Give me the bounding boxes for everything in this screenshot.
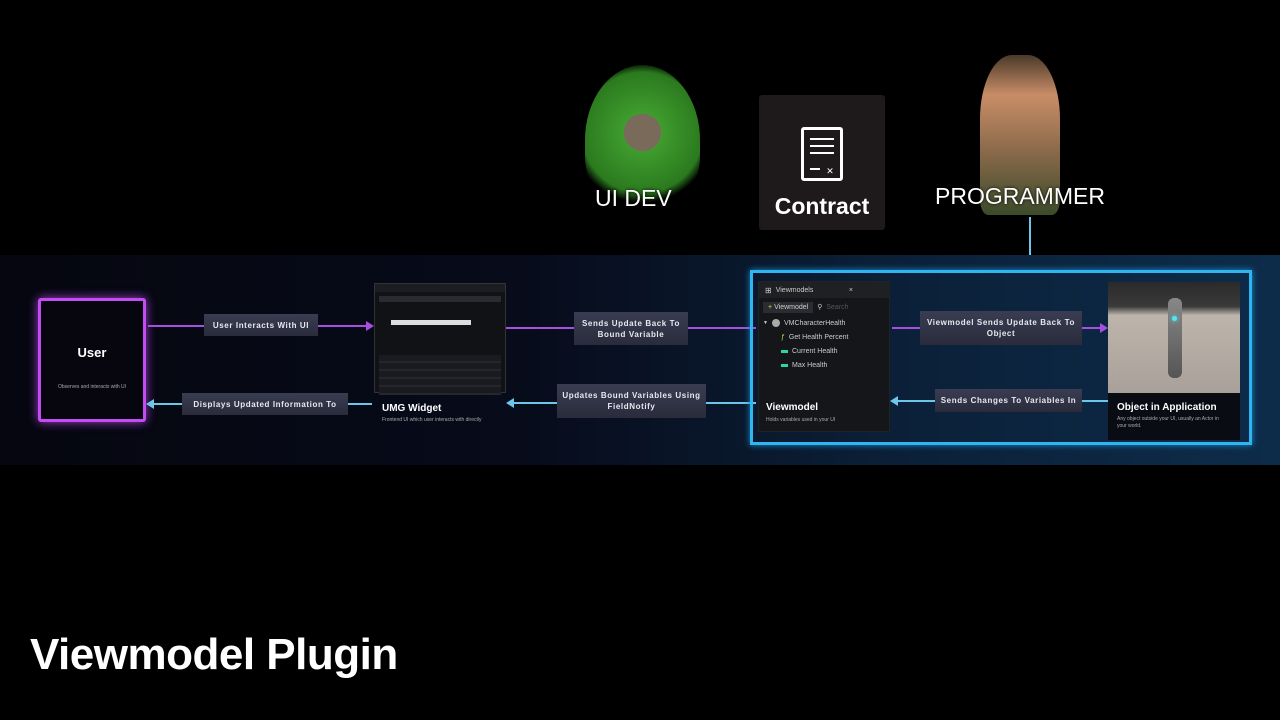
document-icon: ✕ [801, 127, 843, 181]
ui-dev-label: UI DEV [595, 185, 672, 211]
label-sends-update-back: Sends Update Back To Bound Variable [574, 312, 688, 345]
viewmodel-title: Viewmodel [766, 402, 819, 413]
contract-card: ✕ Contract [759, 95, 885, 230]
panel-header: Viewmodels [775, 286, 814, 294]
user-desc: Observes and interacts with UI [57, 384, 127, 390]
arrow-head [506, 398, 514, 408]
tree-item[interactable]: Max Health [759, 358, 889, 372]
programmer-character: PROGRAMMER [935, 55, 1125, 217]
character-render-image [1108, 282, 1240, 393]
item-label: Get Health Percent [788, 333, 849, 341]
root-label: VMCharacterHealth [783, 319, 846, 327]
umg-widget-screenshot [374, 283, 506, 395]
item-label: Max Health [792, 361, 828, 369]
add-viewmodel-label: Viewmodel [774, 303, 809, 311]
slide-title: Viewmodel Plugin [30, 630, 398, 679]
diagram-band [0, 255, 1280, 465]
programmer-arrow [1029, 217, 1031, 262]
tree-item[interactable]: Current Health [759, 344, 889, 358]
object-title: Object in Application [1117, 402, 1217, 413]
arrow-head [890, 396, 898, 406]
arrow-head [366, 321, 374, 331]
label-sends-changes: Sends Changes To Variables In [935, 389, 1082, 412]
label-user-interacts: User Interacts With UI [204, 314, 318, 336]
variable-icon [781, 363, 788, 367]
close-icon[interactable]: × [848, 286, 853, 294]
umg-desc: Frontend UI which user interacts with di… [382, 417, 482, 423]
label-updates-bound: Updates Bound Variables Using FieldNotif… [557, 384, 706, 418]
item-label: Current Health [792, 347, 838, 355]
search-icon: ⚲ [817, 304, 823, 311]
search-input[interactable]: Search [826, 303, 849, 311]
ui-dev-character: UI DEV [575, 65, 720, 220]
plus-icon: + [768, 303, 773, 311]
variable-icon [781, 349, 788, 353]
viewmodel-desc: Holds variables used in your UI [766, 417, 836, 423]
user-title: User [77, 345, 107, 360]
object-desc: Any object outside your UI, usually an A… [1117, 416, 1219, 429]
viewmodel-panel: ⊞ Viewmodels × +Viewmodel ⚲ Search ▼VMCh… [758, 281, 890, 432]
contract-label: Contract [774, 193, 870, 219]
tree-root[interactable]: ▼VMCharacterHealth [763, 319, 846, 327]
user-node: User Observes and interacts with UI [38, 298, 146, 422]
object-node: Object in Application Any object outside… [1108, 282, 1240, 440]
function-icon: ƒ [781, 333, 785, 341]
arrow-head [146, 399, 154, 409]
viewmodel-icon [771, 319, 780, 327]
label-displays-updated: Displays Updated Information To [182, 393, 348, 415]
arrow-head [1100, 323, 1108, 333]
viewmodel-highlight [750, 270, 1252, 445]
hierarchy-icon: ⊞ [765, 285, 772, 295]
umg-title: UMG Widget [382, 403, 442, 414]
add-viewmodel-button[interactable]: +Viewmodel [763, 301, 814, 313]
label-vm-sends-update: Viewmodel Sends Update Back To Object [920, 311, 1082, 345]
programmer-label: PROGRAMMER [935, 183, 1105, 209]
